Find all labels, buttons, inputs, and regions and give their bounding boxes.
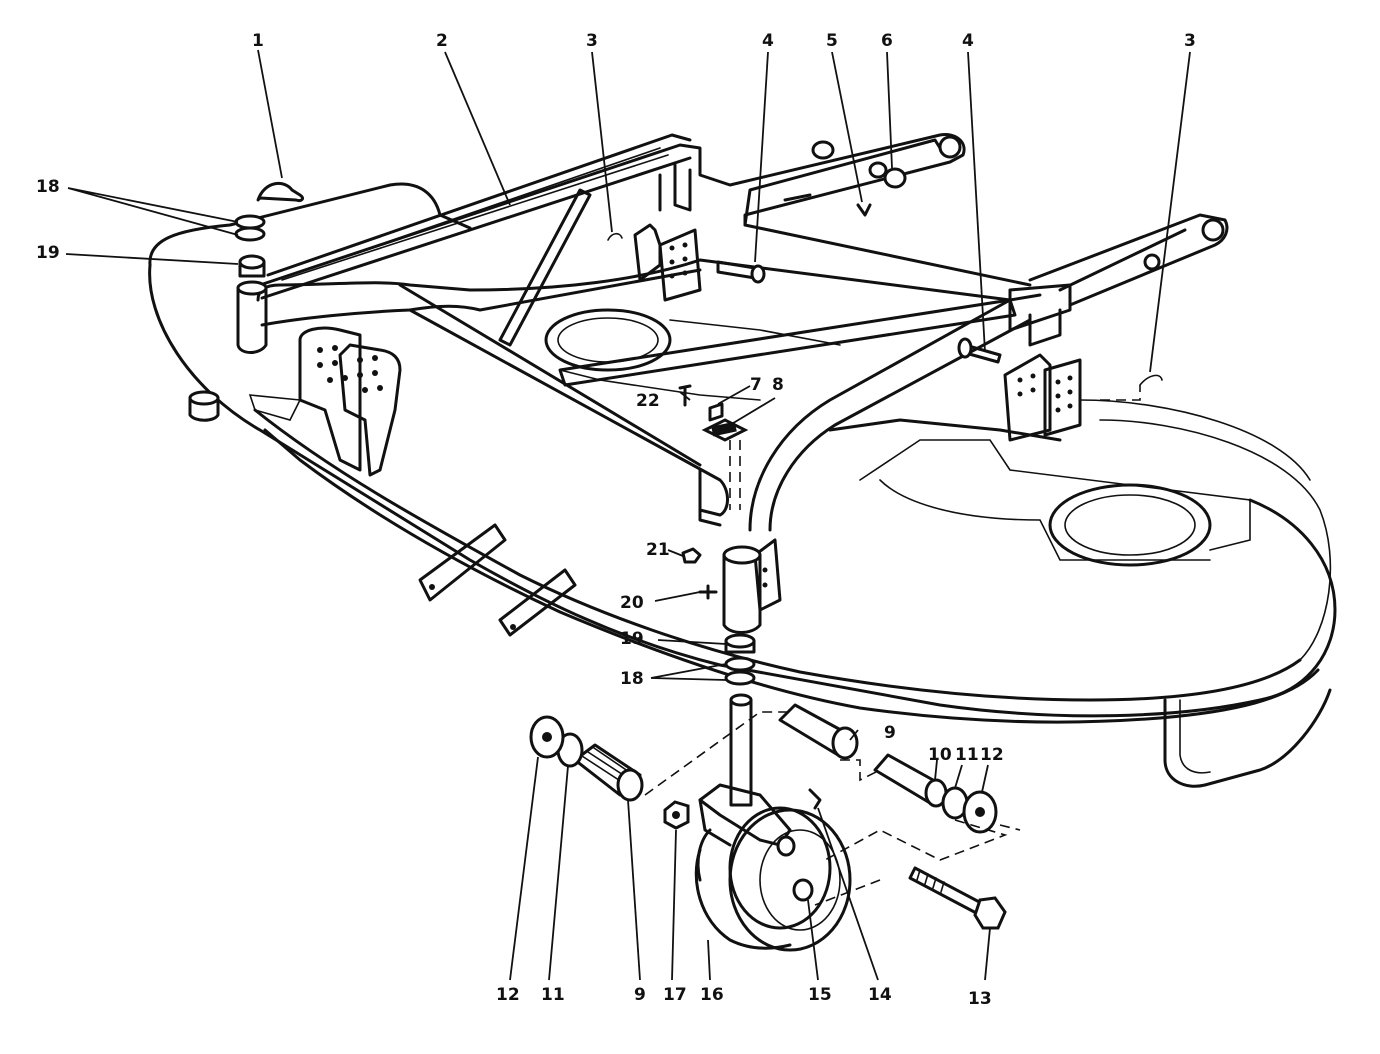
callout-3-right: 3	[1184, 31, 1196, 51]
axle-spacer	[873, 753, 948, 808]
callout-labels: 1 2 3 4 5 6 4 3 18 19 22 7 8 21 20 19 18…	[36, 31, 1196, 1009]
cotter-pin	[856, 203, 872, 217]
deck-frame-assembly	[256, 132, 1229, 612]
callout-12-left: 12	[496, 985, 520, 1005]
nut-21	[681, 547, 702, 564]
mower-deck-shell	[148, 182, 1337, 788]
nut-7	[708, 402, 724, 422]
spacer-tube	[778, 703, 859, 760]
callout-17: 17	[663, 985, 687, 1005]
clevis-pin-right	[957, 337, 1002, 364]
hitch-pin-clip-left	[607, 232, 623, 241]
callout-6: 6	[881, 31, 893, 51]
bushing-right	[724, 633, 756, 654]
callout-5: 5	[826, 31, 838, 51]
caster-wheel-assembly	[694, 693, 852, 952]
grease-fitting	[698, 584, 718, 600]
callout-13: 13	[968, 989, 992, 1009]
callout-12-right: 12	[980, 745, 1004, 765]
callout-9-right: 9	[884, 723, 896, 743]
bushing-left	[238, 254, 266, 278]
callout-1: 1	[252, 31, 264, 51]
callout-8: 8	[772, 375, 784, 395]
callout-18-upper: 18	[36, 177, 60, 197]
callout-10: 10	[928, 745, 952, 765]
axle-bolt	[908, 866, 1007, 930]
callout-9-left: 9	[634, 985, 646, 1005]
callout-11-right: 11	[955, 745, 979, 765]
callout-4-left: 4	[762, 31, 774, 51]
leader-lines	[65, 49, 1191, 981]
callout-14: 14	[868, 985, 892, 1005]
callout-3-left: 3	[586, 31, 598, 51]
callout-2: 2	[436, 31, 448, 51]
bushing-arm	[883, 167, 907, 189]
washers-left	[234, 214, 266, 242]
callout-21: 21	[646, 540, 670, 560]
clevis-pin-left	[716, 260, 766, 284]
hairpin-clip	[256, 181, 304, 202]
callout-15: 15	[808, 985, 832, 1005]
callout-16: 16	[700, 985, 724, 1005]
caster-sleeve-left	[236, 280, 268, 354]
callout-18-lower: 18	[620, 669, 644, 689]
caster-sleeve-right	[722, 545, 762, 634]
callout-19-upper: 19	[36, 243, 60, 263]
callout-7: 7	[750, 375, 762, 395]
callout-4-right: 4	[962, 31, 974, 51]
callout-20: 20	[620, 593, 644, 613]
roller-bearing	[573, 743, 644, 802]
callout-22: 22	[636, 391, 660, 411]
nut-17	[663, 800, 690, 830]
hitch-pin-clip-right	[1139, 374, 1163, 386]
callout-19-lower: 19	[620, 629, 644, 649]
bushing-lower-left	[188, 390, 220, 422]
callout-11-left: 11	[541, 985, 565, 1005]
